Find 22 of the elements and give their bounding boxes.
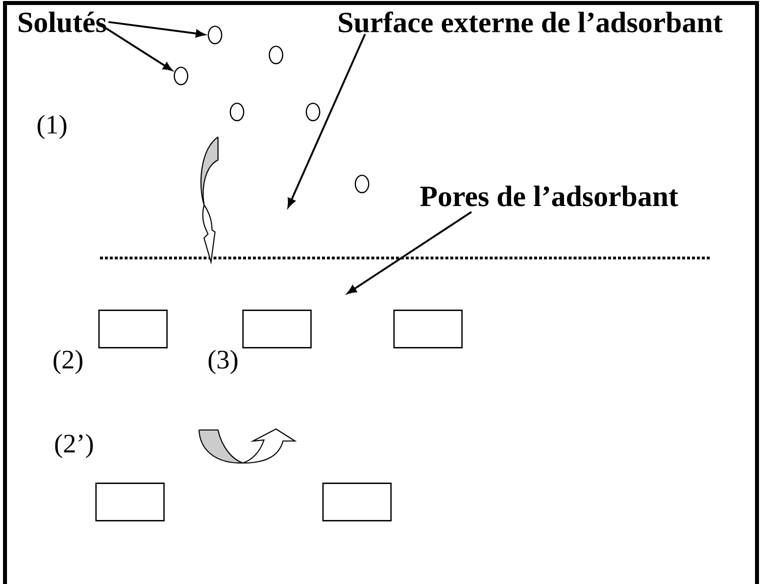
pore-box <box>98 310 168 348</box>
pore-box <box>322 482 392 522</box>
label-text: Solutés <box>18 12 106 32</box>
step-number: (1) <box>38 114 66 140</box>
arrow <box>108 21 205 38</box>
label-text: Surface externe de l’adsorbant <box>338 11 723 32</box>
step-number: (2) <box>54 350 82 374</box>
step-number: (2’) <box>55 434 93 458</box>
label-text: Pores de l’adsorbant <box>420 186 678 206</box>
solute-circle <box>306 102 320 122</box>
solute-circle <box>230 102 244 122</box>
pore-box <box>393 310 463 348</box>
leader-line <box>288 34 366 208</box>
leader-line <box>347 211 472 294</box>
solute-circle <box>268 46 284 64</box>
pore-box <box>242 310 312 348</box>
step-number: (3) <box>208 350 238 374</box>
solute-circle <box>174 66 188 86</box>
solute-circle <box>354 174 370 194</box>
arrow <box>100 24 172 71</box>
solute-circle <box>208 26 222 44</box>
pore-box <box>95 482 165 522</box>
